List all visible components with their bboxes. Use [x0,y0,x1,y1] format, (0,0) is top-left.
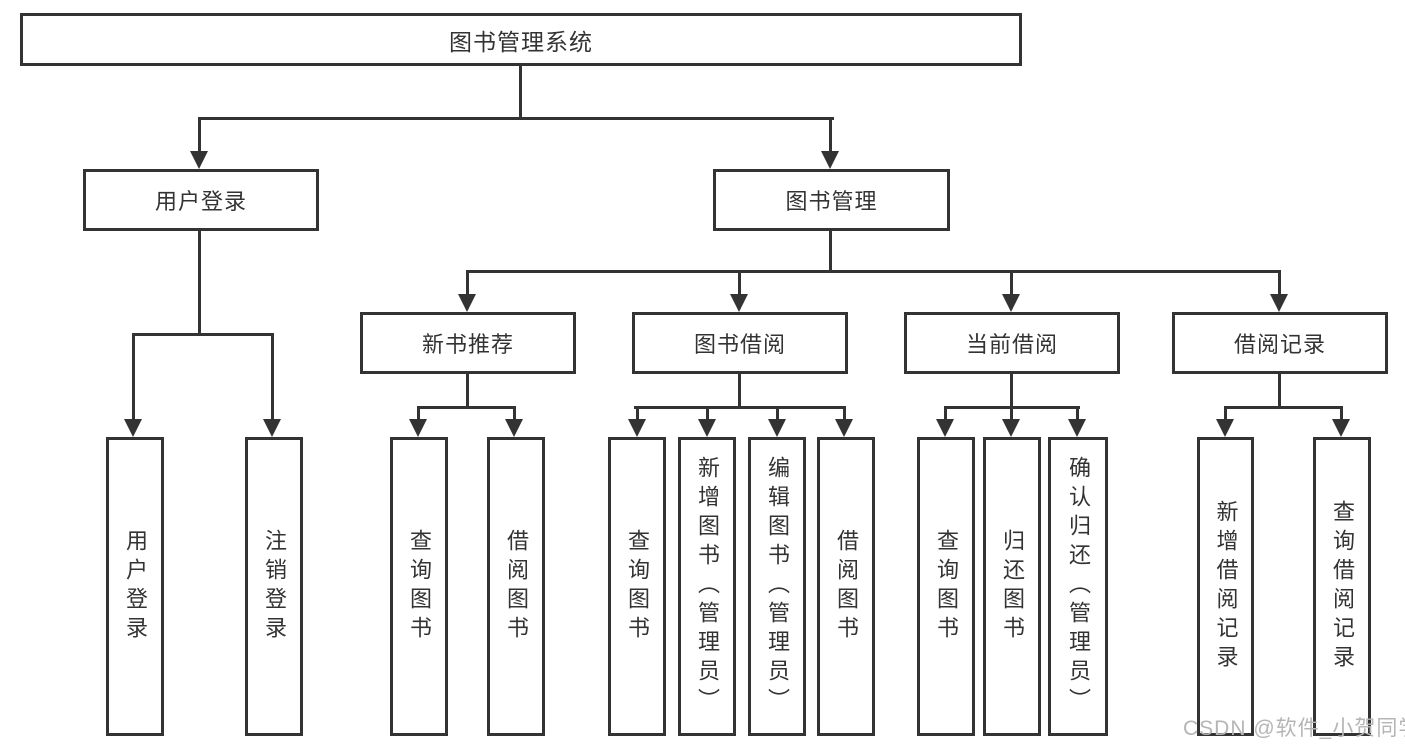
connector-arm-new-book [466,270,469,296]
connector-arm-leaf [1224,406,1227,421]
node-current-borrow: 当前借阅 [904,312,1120,374]
connector-borrow-records-stem [1278,374,1281,408]
arrow-down-icon [190,151,208,169]
leaf-query-books-current-label: 查询图书 [934,528,959,645]
connector-branch-level3 [466,270,1280,273]
arrow-down-icon [1270,294,1288,312]
connector-arm-book-management [829,117,832,153]
arrow-down-icon [821,151,839,169]
arrow-down-icon [263,419,281,437]
arrow-down-icon [1002,294,1020,312]
leaf-confirm-return-admin: 确认归还（管理员） [1048,437,1108,736]
leaf-return-books: 归还图书 [983,437,1041,736]
arrow-down-icon [1068,419,1086,437]
leaf-add-borrow-record-label: 新增借阅记录 [1213,499,1239,674]
connector-arm-logout-leaf [271,333,274,421]
leaf-user-login-label: 用户登录 [123,528,148,645]
connector-arm-user-login [198,117,201,153]
node-current-borrow-label: 当前借阅 [965,332,1058,357]
leaf-edit-books-admin-label: 编辑图书（管理员） [765,456,790,717]
connector-new-book-branch [417,406,516,409]
node-book-management: 图书管理 [713,169,950,231]
arrow-down-icon [1332,419,1350,437]
arrow-down-icon [628,419,646,437]
arrow-down-icon [768,419,786,437]
leaf-query-books-current: 查询图书 [917,437,975,736]
leaf-user-login: 用户登录 [106,437,164,736]
connector-arm-book-borrow [738,270,741,296]
arrow-down-icon [1216,419,1234,437]
connector-book-borrow-stem [738,374,741,408]
csdn-watermark: CSDN @软件_小贺同学 [1183,717,1405,740]
leaf-query-books-borrow-label: 查询图书 [625,528,650,645]
leaf-borrow-books: 借阅图书 [817,437,875,736]
node-book-management-label: 图书管理 [785,189,878,214]
leaf-return-books-label: 归还图书 [1000,528,1025,645]
connector-arm-login-leaf [132,333,135,421]
node-new-book-recommend: 新书推荐 [360,312,576,374]
leaf-logout: 注销登录 [245,437,303,736]
leaf-query-borrow-record-label: 查询借阅记录 [1330,499,1355,674]
arrow-down-icon [505,419,523,437]
arrow-down-icon [124,419,142,437]
node-borrow-records: 借阅记录 [1172,312,1388,374]
connector-arm-leaf [843,406,846,421]
leaf-logout-label: 注销登录 [262,528,287,645]
node-user-login-label: 用户登录 [154,189,247,214]
leaf-query-books-recommend-label: 查询图书 [407,528,432,645]
node-book-borrow: 图书借阅 [632,312,848,374]
node-user-login: 用户登录 [83,169,319,231]
leaf-borrow-books-label: 借阅图书 [834,528,859,645]
arrow-down-icon [1002,419,1020,437]
connector-current-borrow-stem [1010,374,1013,408]
leaf-edit-books-admin: 编辑图书（管理员） [748,437,806,736]
leaf-confirm-return-admin-label: 确认归还（管理员） [1066,456,1091,717]
connector-arm-leaf [944,406,947,421]
connector-arm-leaf [1340,406,1343,421]
arrow-down-icon [458,294,476,312]
connector-arm-current-borrow [1010,270,1013,296]
connector-user-login-branch [132,333,274,336]
arrow-down-icon [409,419,427,437]
leaf-query-books-borrow: 查询图书 [608,437,666,736]
connector-arm-leaf [513,406,516,421]
connector-arm-leaf [636,406,639,421]
leaf-borrow-books-recommend: 借阅图书 [487,437,545,736]
connector-arm-leaf [706,406,709,421]
connector-book-borrow-branch [634,406,846,409]
leaf-query-borrow-record: 查询借阅记录 [1313,437,1371,736]
connector-arm-leaf [1010,406,1013,421]
leaf-add-borrow-record: 新增借阅记录 [1197,437,1254,736]
connector-arm-leaf [417,406,420,421]
arrow-down-icon [698,419,716,437]
connector-arm-leaf [776,406,779,421]
node-book-borrow-label: 图书借阅 [693,332,786,357]
connector-book-management-stem [829,231,832,272]
leaf-query-books-recommend: 查询图书 [390,437,448,736]
connector-borrow-records-branch [1224,406,1342,409]
connector-branch-level1 [198,117,834,120]
leaf-add-books-admin: 新增图书（管理员） [678,437,736,736]
connector-arm-leaf [1076,406,1079,421]
connector-user-login-stem [198,231,201,335]
node-root: 图书管理系统 [20,13,1022,66]
leaf-add-books-admin-label: 新增图书（管理员） [695,456,720,717]
arrow-down-icon [730,294,748,312]
arrow-down-icon [936,419,954,437]
connector-arm-borrow-records [1278,270,1281,296]
node-borrow-records-label: 借阅记录 [1233,332,1326,357]
arrow-down-icon [835,419,853,437]
connector-root-stem [519,66,522,119]
node-root-label: 图书管理系统 [449,28,593,55]
node-new-book-recommend-label: 新书推荐 [421,332,514,357]
connector-new-book-stem [466,374,469,408]
leaf-borrow-books-recommend-label: 借阅图书 [504,528,529,645]
